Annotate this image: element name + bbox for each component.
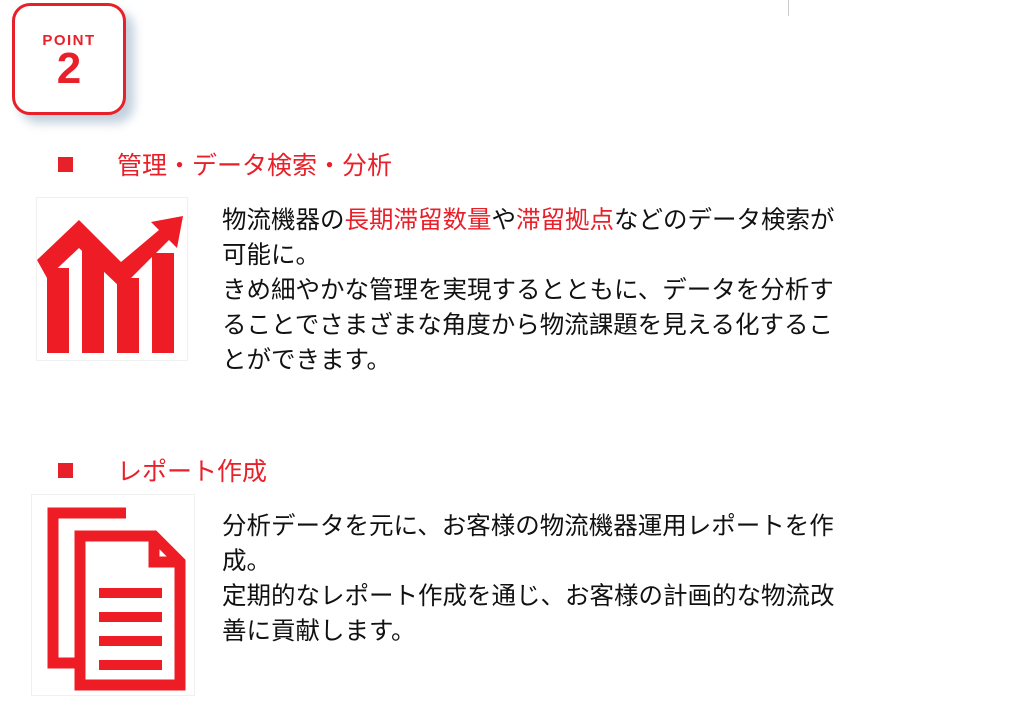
body-text: 物流機器の (222, 205, 345, 234)
body-text: 可能に。 (222, 240, 320, 269)
heading-text: 管理・データ検索・分析 (117, 151, 393, 180)
body-text: 成。 (222, 546, 271, 575)
body-text: 分析データを元に、お客様の物流機器運用レポートを作 (222, 511, 834, 540)
body-line: ることでさまざまな角度から物流課題を見える化するこ (222, 307, 835, 342)
body-text: ることでさまざまな角度から物流課題を見える化するこ (222, 310, 834, 339)
bullet-square-icon (58, 156, 73, 172)
body-line: きめ細やかな管理を実現するとともに、データを分析す (222, 272, 835, 307)
body-text: や (491, 205, 517, 234)
point-badge: POINT 2 (12, 3, 126, 115)
point-badge-area: POINT 2 (0, 0, 150, 138)
body-text: などのデータ検索が (614, 205, 835, 234)
section-heading-report: レポート作成 (58, 452, 267, 488)
body-text: きめ細やかな管理を実現するとともに、データを分析す (222, 275, 834, 304)
document-copy-icon (31, 494, 195, 696)
section-body-report: 分析データを元に、お客様の物流機器運用レポートを作成。定期的なレポート作成を通じ… (222, 508, 835, 648)
body-line: 定期的なレポート作成を通じ、お客様の計画的な物流改 (222, 578, 835, 613)
body-line: 可能に。 (222, 237, 835, 272)
heading-text: レポート作成 (117, 457, 268, 486)
divider (788, 0, 789, 16)
body-line: 善に貢献します。 (222, 613, 835, 648)
highlight-text: 滞留拠点 (516, 205, 614, 234)
body-line: 物流機器の長期滞留数量や滞留拠点などのデータ検索が (222, 202, 835, 237)
body-text: 定期的なレポート作成を通じ、お客様の計画的な物流改 (222, 581, 835, 610)
body-line: とができます。 (222, 342, 835, 377)
section-body-analysis: 物流機器の長期滞留数量や滞留拠点などのデータ検索が可能に。きめ細やかな管理を実現… (222, 202, 835, 377)
body-line: 分析データを元に、お客様の物流機器運用レポートを作 (222, 508, 835, 543)
badge-label: POINT (42, 32, 96, 49)
body-text: とができます。 (222, 345, 392, 374)
bullet-square-icon (58, 462, 73, 478)
section-heading-analysis: 管理・データ検索・分析 (58, 146, 392, 182)
chart-growth-icon (36, 197, 188, 361)
body-line: 成。 (222, 543, 835, 578)
highlight-text: 長期滞留数量 (344, 205, 492, 234)
body-text: 善に貢献します。 (222, 616, 416, 645)
badge-number: 2 (56, 44, 82, 93)
